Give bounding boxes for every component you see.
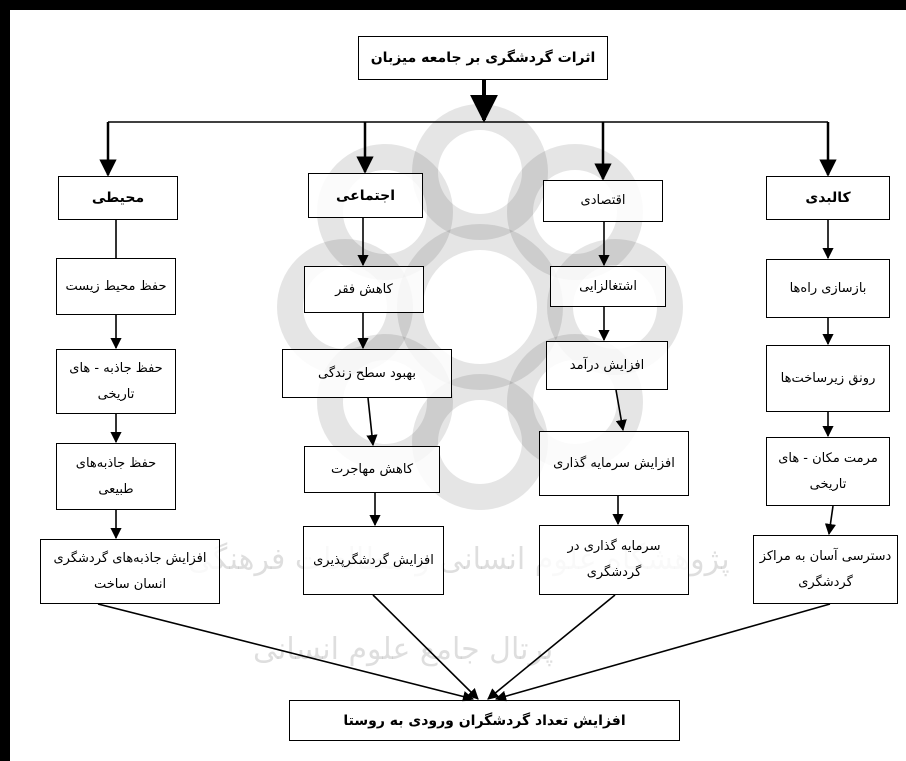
economic-item-3: افزایش سرمایه گذاری <box>539 431 689 496</box>
top-border-bar <box>0 0 906 10</box>
social-item-3: کاهش مهاجرت <box>304 446 440 493</box>
environmental-item-4: افزایش جاذبه‌های گردشگری انسان ساخت <box>40 539 220 604</box>
sink-node: افزایش تعداد گردشگران ورودی به روستا <box>289 700 680 741</box>
category-social: اجتماعی <box>308 173 423 218</box>
flowchart-frame: پژوهشگاه علوم انسانی و مطالعات فرهنگی پر… <box>18 22 898 761</box>
social-link-3 <box>366 397 378 447</box>
economic-item-2: افزایش درآمد <box>546 341 668 390</box>
physical-link-4 <box>824 505 836 536</box>
category-physical: کالبدی <box>766 176 890 220</box>
environmental-item-1: حفظ محیط زیست <box>56 258 176 315</box>
economic-item-4: سرمایه گذاری در گردشگری <box>539 525 689 595</box>
physical-item-4: دسترسی آسان به مراکز گردشگری <box>753 535 898 604</box>
social-item-4: افزایش گردشگرپذیری <box>303 526 444 595</box>
connector-lines <box>97 80 837 702</box>
economic-item-1: اشتغالزایی <box>550 266 666 307</box>
physical-item-1: بازسازی راه‌ها <box>766 259 890 318</box>
social-to-sink-arrow <box>372 594 479 700</box>
environmental-item-3: حفظ جاذبه‌های طبیعی <box>56 443 176 510</box>
category-environmental: محیطی <box>58 176 178 220</box>
physical-item-2: رونق زیرساخت‌ها <box>766 345 890 412</box>
root-node: اثرات گردشگری بر جامعه میزبان <box>358 36 608 80</box>
environmental-item-2: حفظ جاذبه - های تاریخی <box>56 349 176 414</box>
category-economic: اقتصادی <box>543 180 663 222</box>
social-item-2: بهبود سطح زندگی <box>282 349 452 398</box>
physical-to-sink-arrow <box>494 603 831 702</box>
environmental-to-sink-arrow <box>97 603 475 702</box>
physical-item-3: مرمت مکان‌ - های تاریخی <box>766 437 890 506</box>
social-item-1: کاهش فقر <box>304 266 424 313</box>
economic-to-sink-arrow <box>487 594 616 700</box>
left-border-bar <box>0 0 10 761</box>
economic-link-3 <box>615 389 627 432</box>
